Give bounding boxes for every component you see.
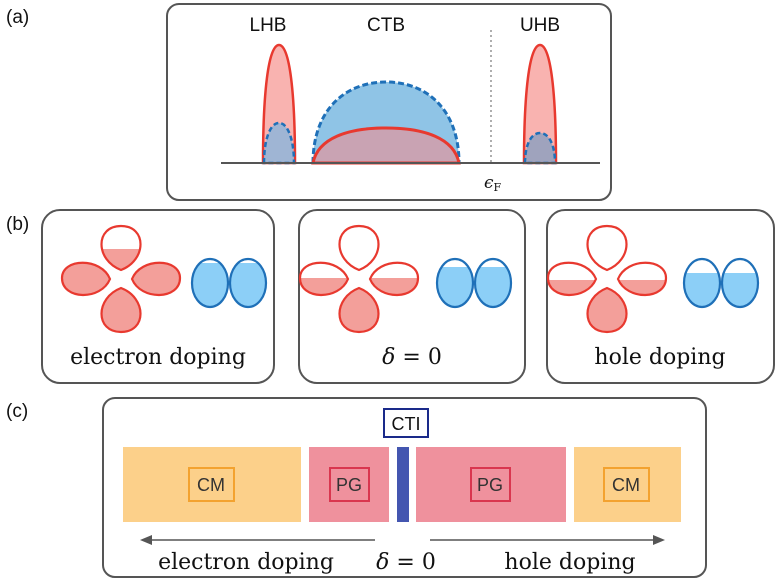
uhb-blue-peak [523, 131, 557, 165]
fermi-level-label: ϵF [484, 173, 502, 194]
card-hole-doping [546, 209, 775, 384]
orbital-lobe-left [546, 261, 598, 297]
caption-electron-doping: electron doping [70, 345, 246, 370]
region-pg-right [416, 447, 566, 522]
cm-right-label: CM [612, 475, 640, 495]
p-orbital-left [435, 257, 475, 309]
cm-left-box [188, 467, 235, 502]
p-orbital-right [720, 257, 760, 309]
hole-doping-arrow-label: hole doping [504, 550, 635, 575]
region-cm-right [574, 447, 681, 522]
ctb-label: CTB [367, 15, 405, 36]
zero-doping-label: δ = 0 [376, 550, 436, 575]
region-pg-left [309, 447, 389, 522]
p-orbitals-hole-doping [682, 257, 760, 309]
lhb-blue-peak [262, 121, 296, 165]
cti-bar [397, 447, 409, 522]
ctb-red-dome [311, 126, 461, 165]
uhb-red-peak [522, 43, 558, 165]
p-orbital-right [473, 257, 513, 309]
panel-c-tag: (c) [6, 401, 28, 422]
right-arrow-head [653, 535, 665, 545]
p-orbital-left [682, 257, 722, 309]
pg-left-box [329, 467, 370, 502]
p-orbital-left [190, 257, 230, 309]
panel-b-tag: (b) [6, 214, 29, 235]
orbital-lobe-top [100, 224, 142, 272]
pg-right-box [470, 467, 511, 502]
caption-hole-doping: hole doping [594, 345, 725, 370]
orbital-lobe-top [586, 224, 628, 272]
pg-right-label: PG [477, 475, 503, 495]
caption-zero-doping: δ = 0 [382, 345, 442, 370]
orbital-lobe-bottom [100, 286, 142, 334]
orbital-lobe-left [298, 261, 350, 297]
left-arrow-head [140, 535, 152, 545]
pg-left-label: PG [336, 475, 362, 495]
panel-a-tag: (a) [6, 7, 29, 28]
orbital-lobe-bottom [586, 286, 628, 334]
cti-label: CTI [392, 414, 421, 434]
cm-left-label: CM [197, 475, 225, 495]
cti-box [383, 408, 429, 438]
card-electron-doping [41, 209, 275, 384]
p-orbitals-electron-doping [190, 257, 268, 309]
p-orbital-right [228, 257, 268, 309]
d-orbital-zero-doping [298, 224, 420, 334]
uhb-label: UHB [520, 15, 560, 36]
orbital-lobe-top [338, 224, 380, 272]
card-zero-doping [298, 209, 526, 384]
orbital-lobe-right [616, 261, 668, 297]
orbital-lobe-bottom [338, 286, 380, 334]
electron-doping-arrow-label: electron doping [158, 550, 334, 575]
region-cm-left [123, 447, 301, 522]
cm-right-box [603, 467, 650, 502]
orbital-lobe-right [130, 261, 182, 297]
p-orbitals-zero-doping [435, 257, 513, 309]
lhb-label: LHB [250, 15, 287, 36]
orbital-lobe-left [60, 261, 112, 297]
orbital-lobe-right [368, 261, 420, 297]
